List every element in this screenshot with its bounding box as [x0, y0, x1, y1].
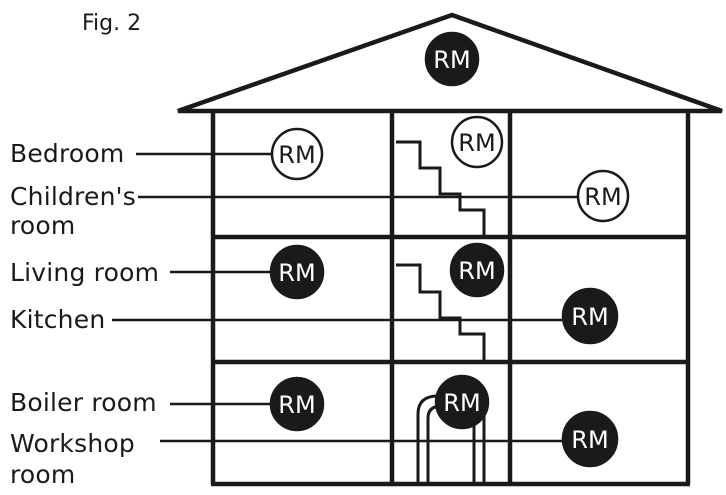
- label-bedroom: Bedroom: [10, 139, 125, 168]
- marker-upper-stairwell: RM: [450, 115, 504, 169]
- marker-middle-stairwell: RM: [449, 242, 505, 298]
- svg-text:RM: RM: [443, 389, 480, 417]
- svg-text:RM: RM: [571, 426, 608, 454]
- svg-text:RM: RM: [278, 391, 315, 419]
- marker-basement-stairwell: RM: [434, 374, 490, 430]
- svg-text:RM: RM: [571, 303, 608, 331]
- svg-text:RM: RM: [433, 46, 470, 74]
- marker-workshop: RM: [561, 410, 619, 468]
- svg-text:RM: RM: [584, 183, 621, 211]
- marker-boiler-room: RM: [269, 376, 325, 432]
- label-childrens-room-line1: Children's: [10, 182, 136, 211]
- stairs-upper: [396, 140, 486, 237]
- svg-text:RM: RM: [278, 259, 315, 287]
- svg-text:RM: RM: [278, 141, 315, 169]
- label-childrens-room-line2: room: [10, 211, 76, 240]
- label-kitchen: Kitchen: [10, 305, 106, 334]
- label-workshop-room-line1: Workshop: [10, 429, 135, 458]
- marker-living-room: RM: [269, 244, 325, 300]
- stairs-middle: [396, 263, 486, 362]
- marker-kitchen: RM: [561, 287, 619, 345]
- svg-text:RM: RM: [458, 129, 495, 157]
- marker-childrens-room: RM: [576, 169, 630, 223]
- svg-text:RM: RM: [458, 257, 495, 285]
- label-workshop-room-line2: room: [10, 460, 76, 489]
- figure-label: Fig. 2: [82, 11, 142, 36]
- label-living-room: Living room: [10, 258, 160, 287]
- roof: [177, 12, 723, 114]
- marker-attic: RM: [424, 31, 480, 87]
- label-boiler-room: Boiler room: [10, 388, 157, 417]
- marker-bedroom: RM: [270, 127, 324, 181]
